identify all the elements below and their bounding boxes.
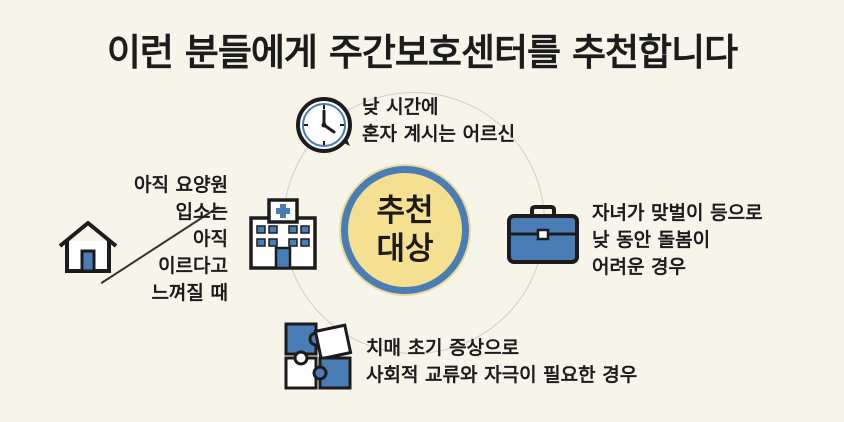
item-daytime-alone: 낮 시간에 혼자 계시는 어르신 [362, 94, 515, 148]
item-line: 아직 [193, 228, 228, 250]
item-line: 아직 요양원 [133, 174, 228, 196]
item-working-children: 자녀가 맞벌이 등으로 낮 동안 돌봄이 어려운 경우 [592, 200, 763, 281]
puzzle-icon [284, 322, 353, 390]
item-line: 입소는 [175, 201, 228, 223]
clock-icon [296, 97, 352, 153]
item-line: 낮 동안 돌봄이 [592, 229, 711, 251]
center-label-line2: 대상 [376, 231, 434, 267]
briefcase-icon [507, 205, 579, 264]
page-title: 이런 분들에게 주간보호센터를 추천합니다 [106, 31, 738, 74]
item-line: 자녀가 맞벌이 등으로 [592, 202, 763, 224]
item-nursing-home-left: 아직 요양원 입소는 [118, 172, 228, 226]
house-icon [58, 221, 118, 273]
item-line: 낮 시간에 [362, 96, 439, 118]
hospital-icon [249, 198, 317, 270]
item-early-dementia: 치매 초기 증상으로 사회적 교류와 자극이 필요한 경우 [366, 335, 637, 389]
center-label-line1: 추천 [376, 193, 434, 229]
item-line: 치매 초기 증상으로 [366, 337, 520, 359]
item-nursing-home-right: 아직 이르다고 느껴질 때 [150, 226, 228, 307]
item-line: 혼자 계시는 어르신 [362, 123, 516, 145]
center-badge: 추천 대상 [341, 166, 469, 294]
item-line: 사회적 교류와 자극이 필요한 경우 [366, 364, 638, 386]
item-line: 이르다고 [158, 255, 228, 277]
item-line: 느껴질 때 [151, 282, 228, 304]
item-line: 어려운 경우 [592, 256, 687, 278]
